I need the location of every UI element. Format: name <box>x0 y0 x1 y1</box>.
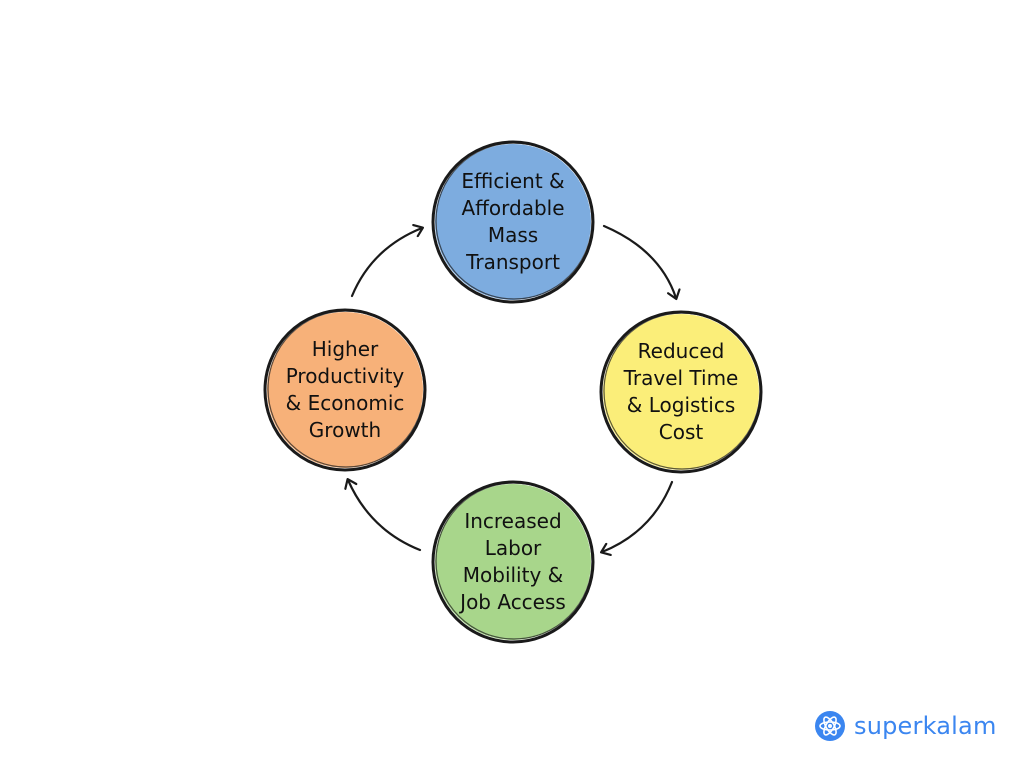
node-label-mass-transport: Efficient & Affordable Mass Transport <box>443 162 583 282</box>
node-line: Mobility & <box>462 563 564 587</box>
node-line: Transport <box>466 250 560 274</box>
node-circle-reduced-cost <box>599 310 763 474</box>
node-label-reduced-cost: Reduced Travel Time & Logistics Cost <box>611 332 751 452</box>
node-label-labor-mobility: Increased Labor Mobility & Job Access <box>443 502 583 622</box>
node-label-productivity: Higher Productivity & Economic Growth <box>275 330 415 450</box>
node-line: Growth <box>308 418 382 442</box>
arrow-productivity-to-transport <box>350 228 422 298</box>
atom-icon <box>815 711 845 741</box>
node-line: & Economic <box>285 391 405 415</box>
node-line: Cost <box>658 420 704 444</box>
node-line: Increased <box>464 509 562 533</box>
node-line: Productivity <box>285 364 405 388</box>
node-line: & Logistics <box>626 393 736 417</box>
node-line: Labor <box>484 536 542 560</box>
node-line: Affordable <box>461 196 565 220</box>
node-circle-labor-mobility <box>431 480 595 644</box>
arrow-cost-to-mobility <box>602 480 674 552</box>
brand-name: superkalam <box>854 712 997 740</box>
node-line: Job Access <box>460 590 566 614</box>
node-line: Mass <box>487 223 539 247</box>
arrow-transport-to-cost <box>602 224 676 298</box>
node-line: Travel Time <box>623 366 739 390</box>
brand-logo: superkalam <box>814 708 997 744</box>
node-line: Reduced <box>637 339 725 363</box>
node-circle-mass-transport <box>431 140 595 304</box>
node-circle-productivity <box>263 308 427 472</box>
node-line: Higher <box>311 337 379 361</box>
arrow-mobility-to-productivity <box>348 480 422 552</box>
node-line: Efficient & <box>461 169 565 193</box>
